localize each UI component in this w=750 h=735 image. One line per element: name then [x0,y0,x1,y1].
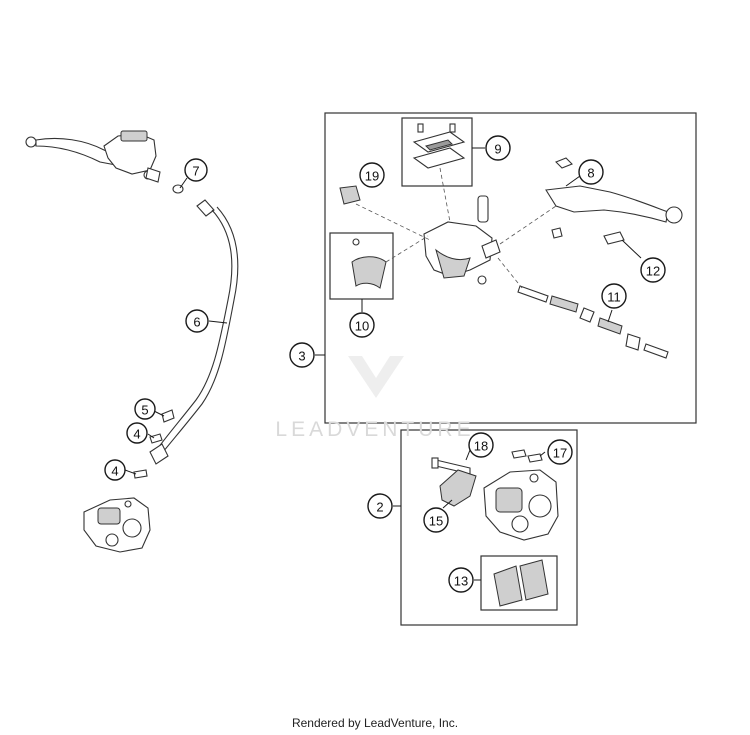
callout-11: 11 [601,283,627,309]
callout-10: 10 [349,312,375,338]
svg-text:8: 8 [587,166,594,181]
pad-kit-frame [480,555,558,611]
hose-clip-part-5 [161,409,175,423]
svg-text:10: 10 [355,319,369,334]
callout-2: 2 [367,493,393,519]
svg-text:9: 9 [494,142,501,157]
svg-text:4: 4 [111,464,118,479]
svg-text:2: 2 [376,500,383,515]
main-master-cylinder-body [423,195,501,285]
svg-text:4: 4 [133,427,140,442]
svg-text:3: 3 [298,349,305,364]
callout-18: 18 [468,432,494,458]
brake-caliper-part-2 [483,469,559,541]
callout-8: 8 [578,159,604,185]
brake-hose [149,199,239,465]
svg-text:5: 5 [141,403,148,418]
reservoir-cover-parts [412,123,466,169]
caliper-bolts-part-17 [511,449,543,463]
callout-12: 12 [640,257,666,283]
svg-text:7: 7 [192,164,199,179]
svg-text:6: 6 [193,315,200,330]
brake-lever-part-8 [545,157,683,239]
leadventure-logo [348,356,404,398]
callout-19: 19 [359,162,385,188]
callout-3: 3 [289,342,315,368]
callout-7: 7 [184,158,208,182]
svg-text:17: 17 [553,446,567,461]
piston-kit-part-11 [517,285,669,359]
footer-credit: Rendered by LeadVenture, Inc. [291,716,459,730]
pivot-bolt-part-12 [603,231,625,245]
callout-5: 5 [134,398,156,420]
svg-text:19: 19 [365,169,379,184]
callout-4-upper: 4 [126,422,148,444]
left-brake-caliper [83,497,151,553]
bolt-part-4-lower [133,469,148,479]
svg-text:11: 11 [607,290,621,305]
rubber-boot-part-19 [339,185,361,205]
svg-text:18: 18 [474,439,488,454]
svg-text:12: 12 [646,264,660,279]
assembly-leader-lines [355,167,557,289]
left-master-cylinder-assembly [25,130,161,183]
hose-clip-part-10 [351,238,387,289]
cover-kit-frame [401,117,473,187]
svg-text:15: 15 [429,514,443,529]
callout-6: 6 [185,309,209,333]
caliper-bracket-part-15 [439,469,477,507]
master-cylinder-group-frame [324,112,697,424]
callout-17: 17 [547,439,573,465]
brake-pads-part-13 [493,559,549,607]
callout-15: 15 [423,507,449,533]
callout-4-lower: 4 [104,459,126,481]
callout-leaders [124,147,642,581]
svg-text:13: 13 [454,574,468,589]
callout-9: 9 [485,135,511,161]
bolt-part-4-upper [149,433,163,444]
caliper-group-frame [400,429,578,626]
callout-13: 13 [448,567,474,593]
watermark-text: LEADVENTURE [275,418,475,441]
